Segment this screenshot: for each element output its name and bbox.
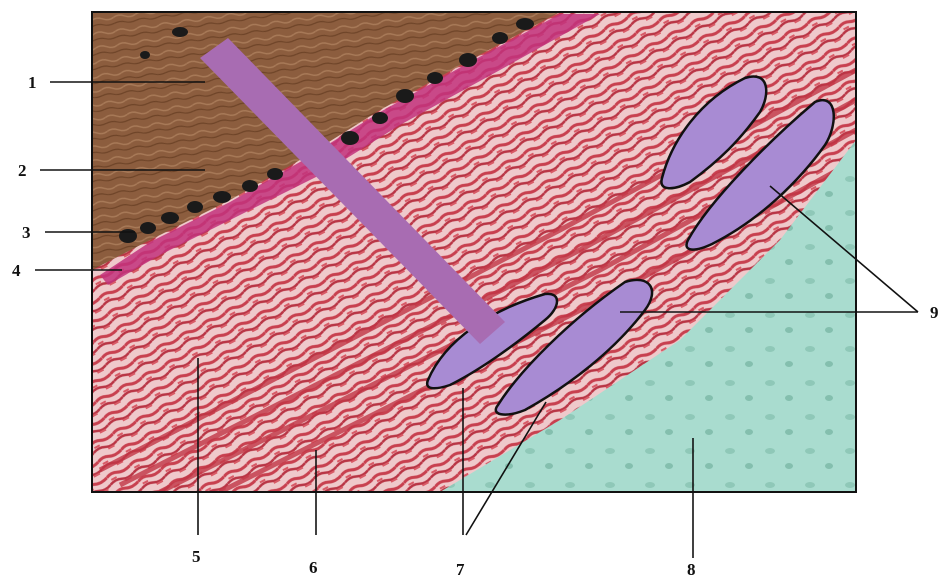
label-5: 5 xyxy=(192,547,201,566)
label-9: 9 xyxy=(930,303,939,322)
label-7: 7 xyxy=(456,560,465,576)
label-1: 1 xyxy=(28,73,37,92)
label-2: 2 xyxy=(18,161,27,180)
tissue-image xyxy=(92,12,856,492)
label-4: 4 xyxy=(12,261,21,280)
label-8: 8 xyxy=(687,560,696,576)
label-6: 6 xyxy=(309,558,318,576)
label-3: 3 xyxy=(22,223,31,242)
